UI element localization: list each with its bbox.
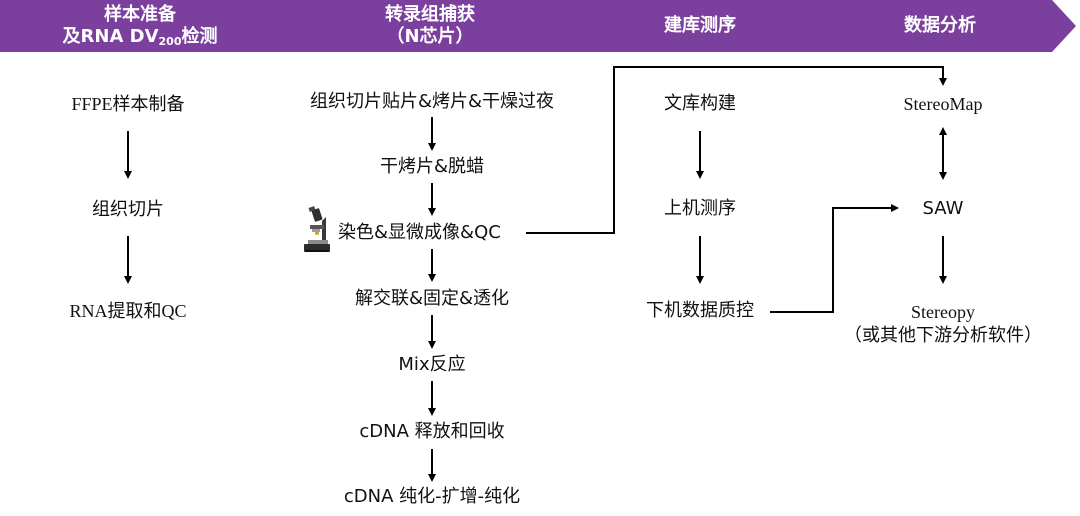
connector-qc-to-saw [770,204,899,313]
step-sequencing: 上机测序 [664,198,736,219]
stage-header-analysis-line1: 数据分析 [904,15,976,36]
step-cdna-release-recovery: cDNA 释放和回收 [359,421,505,442]
step-dry-bake-dewax: 干烤片&脱蜡 [379,156,485,177]
microscope-icon [304,206,330,252]
stage-header-analysis: 数据分析 [840,0,1040,52]
stage-header-sample-prep-line2-suffix: 检测 [181,26,218,47]
step-mix-reaction: Mix反应 [398,354,466,375]
header-band [0,0,1076,52]
stage-header-capture: 转录组捕获 （N芯片） [320,0,540,52]
tool-other-downstream: （或其他下游分析软件） [844,325,1042,346]
step-rna-extraction-qc: RNA提取和QC [69,301,187,321]
header-chevron [0,0,1076,52]
stage-header-library-seq: 建库测序 [600,0,800,52]
step-tissue-section: 组织切片 [92,199,164,219]
stage-header-capture-line1: 转录组捕获 [385,4,475,25]
step-offline-data-qc: 下机数据质控 [646,300,754,321]
stage-header-capture-line2: （N芯片） [386,26,474,47]
step-section-mount-bake-dry: 组织切片贴片&烤片&干燥过夜 [309,91,555,112]
step-decrosslink-fix-permeabilize: 解交联&固定&透化 [354,288,510,309]
stage-header-sample-prep-line2-sub: 200 [158,35,182,48]
step-ffpe-sample-prep: FFPE样本制备 [71,94,185,114]
tool-saw: SAW [922,198,964,219]
tool-stereopy: Stereopy [911,302,975,322]
connector-imaging-to-stereomap [526,66,947,234]
stage-header-library-seq-line1: 建库测序 [664,15,736,36]
stage-header-sample-prep-line1: 样本准备 [104,4,176,25]
step-cdna-purify-amplify: cDNA 纯化-扩增-纯化 [343,486,521,507]
step-library-construction: 文库构建 [664,93,736,114]
stage-header-sample-prep-line2-prefix: 及RNA DV [62,26,159,47]
tool-stereomap: StereoMap [903,94,983,114]
step-stain-imaging-qc: 染色&显微成像&QC [338,222,501,243]
stage-header-sample-prep-line2: 及RNA DV200检测 [63,26,218,48]
stage-header-sample-prep: 样本准备 及RNA DV200检测 [30,0,250,52]
